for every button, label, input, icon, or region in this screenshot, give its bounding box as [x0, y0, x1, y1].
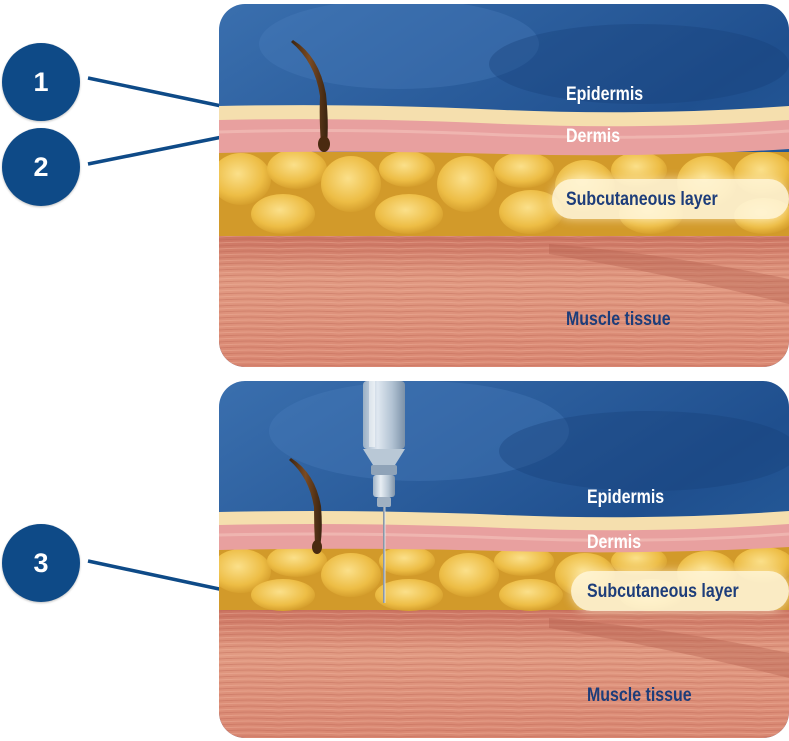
label-subcutaneous-bottom: Subcutaneous layer	[587, 581, 739, 603]
callout-3: 3	[2, 524, 80, 602]
label-epidermis-bottom: Epidermis	[587, 487, 664, 509]
label-epidermis-top: Epidermis	[566, 84, 643, 106]
label-muscle-top: Muscle tissue	[566, 309, 671, 331]
label-subcutaneous-top: Subcutaneous layer	[566, 189, 718, 211]
callout-1: 1	[2, 43, 80, 121]
skin-cross-section-top: Epidermis Dermis Subcutaneous layer Musc…	[219, 4, 789, 367]
skin-cross-section-bottom: Epidermis Dermis Subcutaneous layer Musc…	[219, 381, 789, 738]
callout-2: 2	[2, 128, 80, 206]
skin-layers-injection-illustration	[219, 381, 789, 738]
label-dermis-bottom: Dermis	[587, 532, 641, 554]
label-muscle-bottom: Muscle tissue	[587, 685, 692, 707]
label-dermis-top: Dermis	[566, 126, 620, 148]
